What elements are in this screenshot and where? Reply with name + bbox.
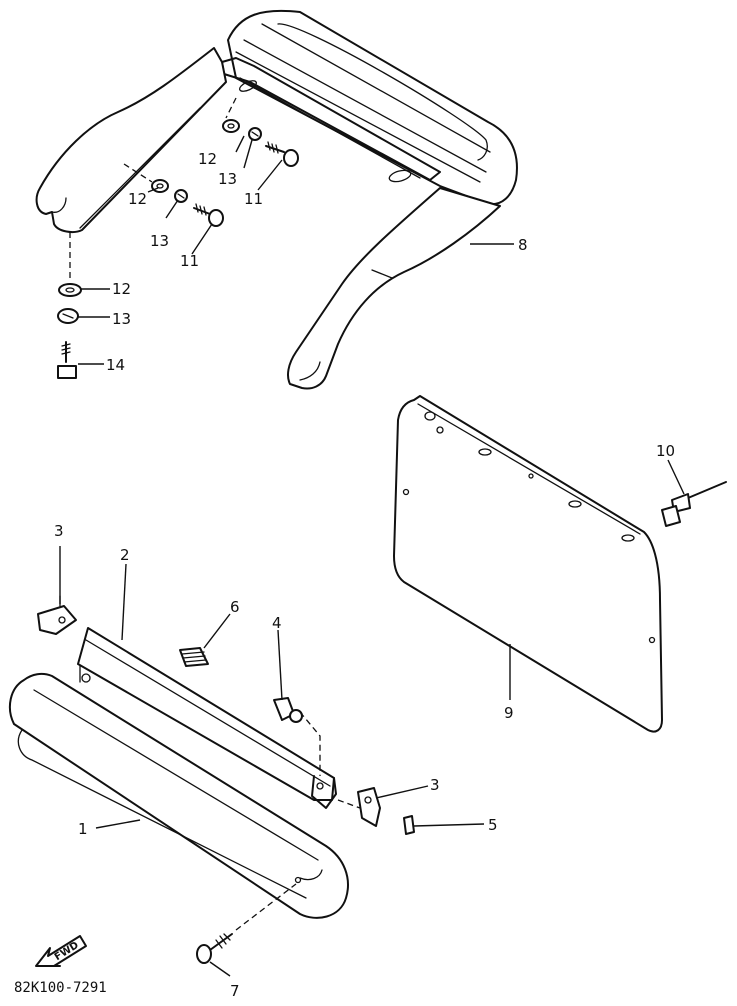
callout-12b: 12 (128, 190, 147, 208)
callout-1: 1 (78, 820, 88, 838)
part-2-long-bracket (77, 627, 337, 809)
callout-3-left: 3 (54, 522, 64, 540)
part-4-clip (273, 697, 303, 723)
callout-13a: 13 (218, 170, 237, 188)
fwd-arrow-icon: FWD (35, 935, 87, 967)
part-12-washer-upper (222, 119, 240, 133)
callout-6: 6 (230, 598, 240, 616)
diagram-code: 82K100-7291 (14, 980, 107, 996)
callout-3-right: 3 (430, 776, 440, 794)
part-13-lockwasher-upper (248, 127, 262, 141)
part-11-bolt-upper (265, 141, 299, 167)
part-3-bracket-left (37, 595, 77, 635)
part-14-bolt (57, 341, 77, 379)
part-9-flap-panel (393, 395, 663, 733)
part-5-nut (403, 815, 415, 835)
callout-12a: 12 (198, 150, 217, 168)
callout-9: 9 (504, 704, 514, 722)
part-12-washer-lower (58, 283, 82, 297)
callout-12c: 12 (112, 280, 131, 298)
callout-7: 7 (230, 982, 240, 1000)
callout-4: 4 (272, 614, 282, 632)
callout-8: 8 (518, 236, 528, 254)
part-6-label (179, 647, 209, 667)
part-7-screw (196, 933, 233, 964)
callout-11b: 11 (180, 252, 199, 270)
part-8-rear-frame (35, 9, 518, 390)
callout-5: 5 (488, 816, 498, 834)
callout-10: 10 (656, 442, 675, 460)
part-11-bolt-middle (193, 203, 224, 227)
callout-11a: 11 (244, 190, 263, 208)
callout-14: 14 (106, 356, 125, 374)
part-12-washer-middle (151, 179, 169, 193)
callout-13b: 13 (150, 232, 169, 250)
part-10-rivet (661, 481, 727, 527)
callout-13c: 13 (112, 310, 131, 328)
part-3-bracket-right (357, 787, 381, 827)
part-13-lockwasher-middle (174, 189, 188, 203)
callout-2: 2 (120, 546, 130, 564)
part-1-lower-bar (8, 672, 349, 919)
part-13-lockwasher-lower (57, 308, 79, 324)
